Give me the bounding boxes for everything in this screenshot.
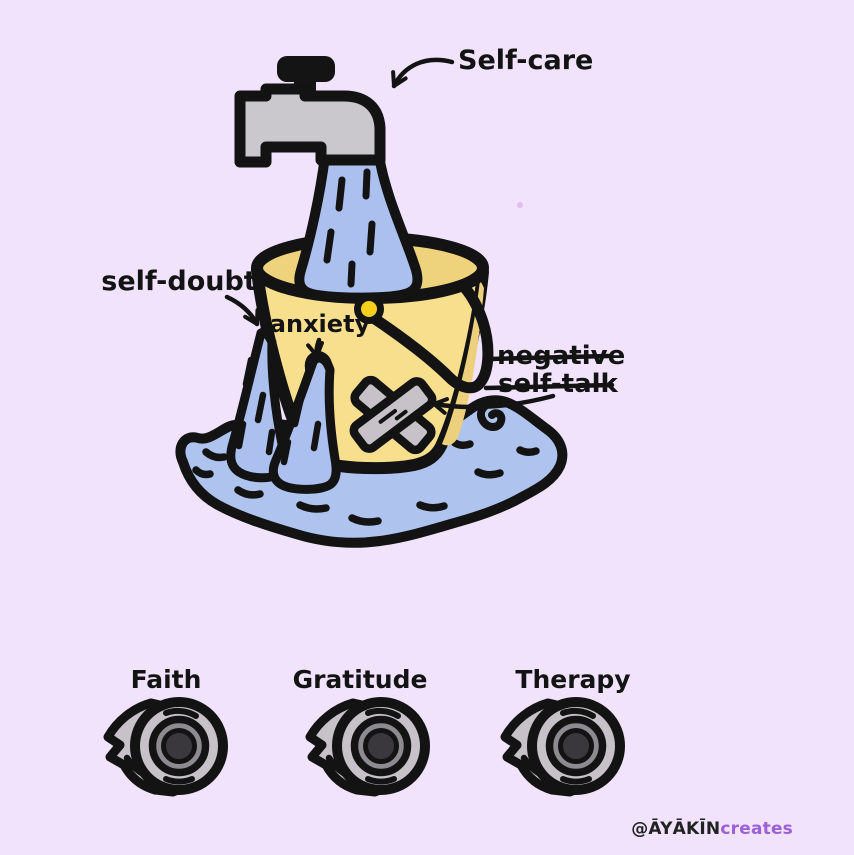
handle-knob (361, 301, 377, 317)
watermark-handle: @ĀYĀKĪN (631, 819, 721, 839)
strikethrough-line-1 (487, 353, 611, 362)
strikethrough-line-2 (483, 382, 615, 391)
anxiety-arrow (306, 337, 324, 359)
faucet-handle (277, 56, 335, 82)
annotation-layer: Self-care self-doubt anxiety negative se… (101, 45, 625, 415)
anxiety-label: anxiety (270, 310, 371, 338)
stream-dashes (323, 168, 376, 288)
self-doubt-arrow (224, 294, 260, 327)
puddle-ripple-dashes (192, 439, 540, 526)
negative-self-talk-label: negative self-talk (483, 341, 625, 399)
self-doubt-label: self-doubt (101, 266, 257, 297)
anxiety-leak-stream (268, 353, 341, 494)
faucet-body (234, 83, 386, 168)
watermark: @ĀYĀKĪNcreates (631, 819, 793, 839)
faucet-icon (234, 56, 386, 168)
faucet-water-stream (294, 151, 423, 303)
tape-roll-gratitude (310, 702, 425, 792)
bucket-shade (442, 280, 484, 446)
anxiety-leak (268, 351, 341, 494)
watermark-suffix: creates (720, 819, 793, 839)
tape-roll-therapy (505, 702, 620, 792)
therapy-label: Therapy (515, 665, 630, 694)
tape-rolls-row: Faith Gratitude Therapy (108, 665, 631, 792)
stray-paint-dot (517, 202, 523, 208)
self-care-arrow (391, 57, 455, 89)
self-care-label: Self-care (458, 45, 593, 76)
tape-patch (349, 375, 437, 455)
negative-self-talk-arrow (431, 393, 556, 415)
gratitude-label: Gratitude (293, 665, 428, 694)
tape-roll-faith (108, 702, 223, 792)
bucket-handle (354, 282, 494, 394)
faith-label: Faith (131, 665, 202, 694)
